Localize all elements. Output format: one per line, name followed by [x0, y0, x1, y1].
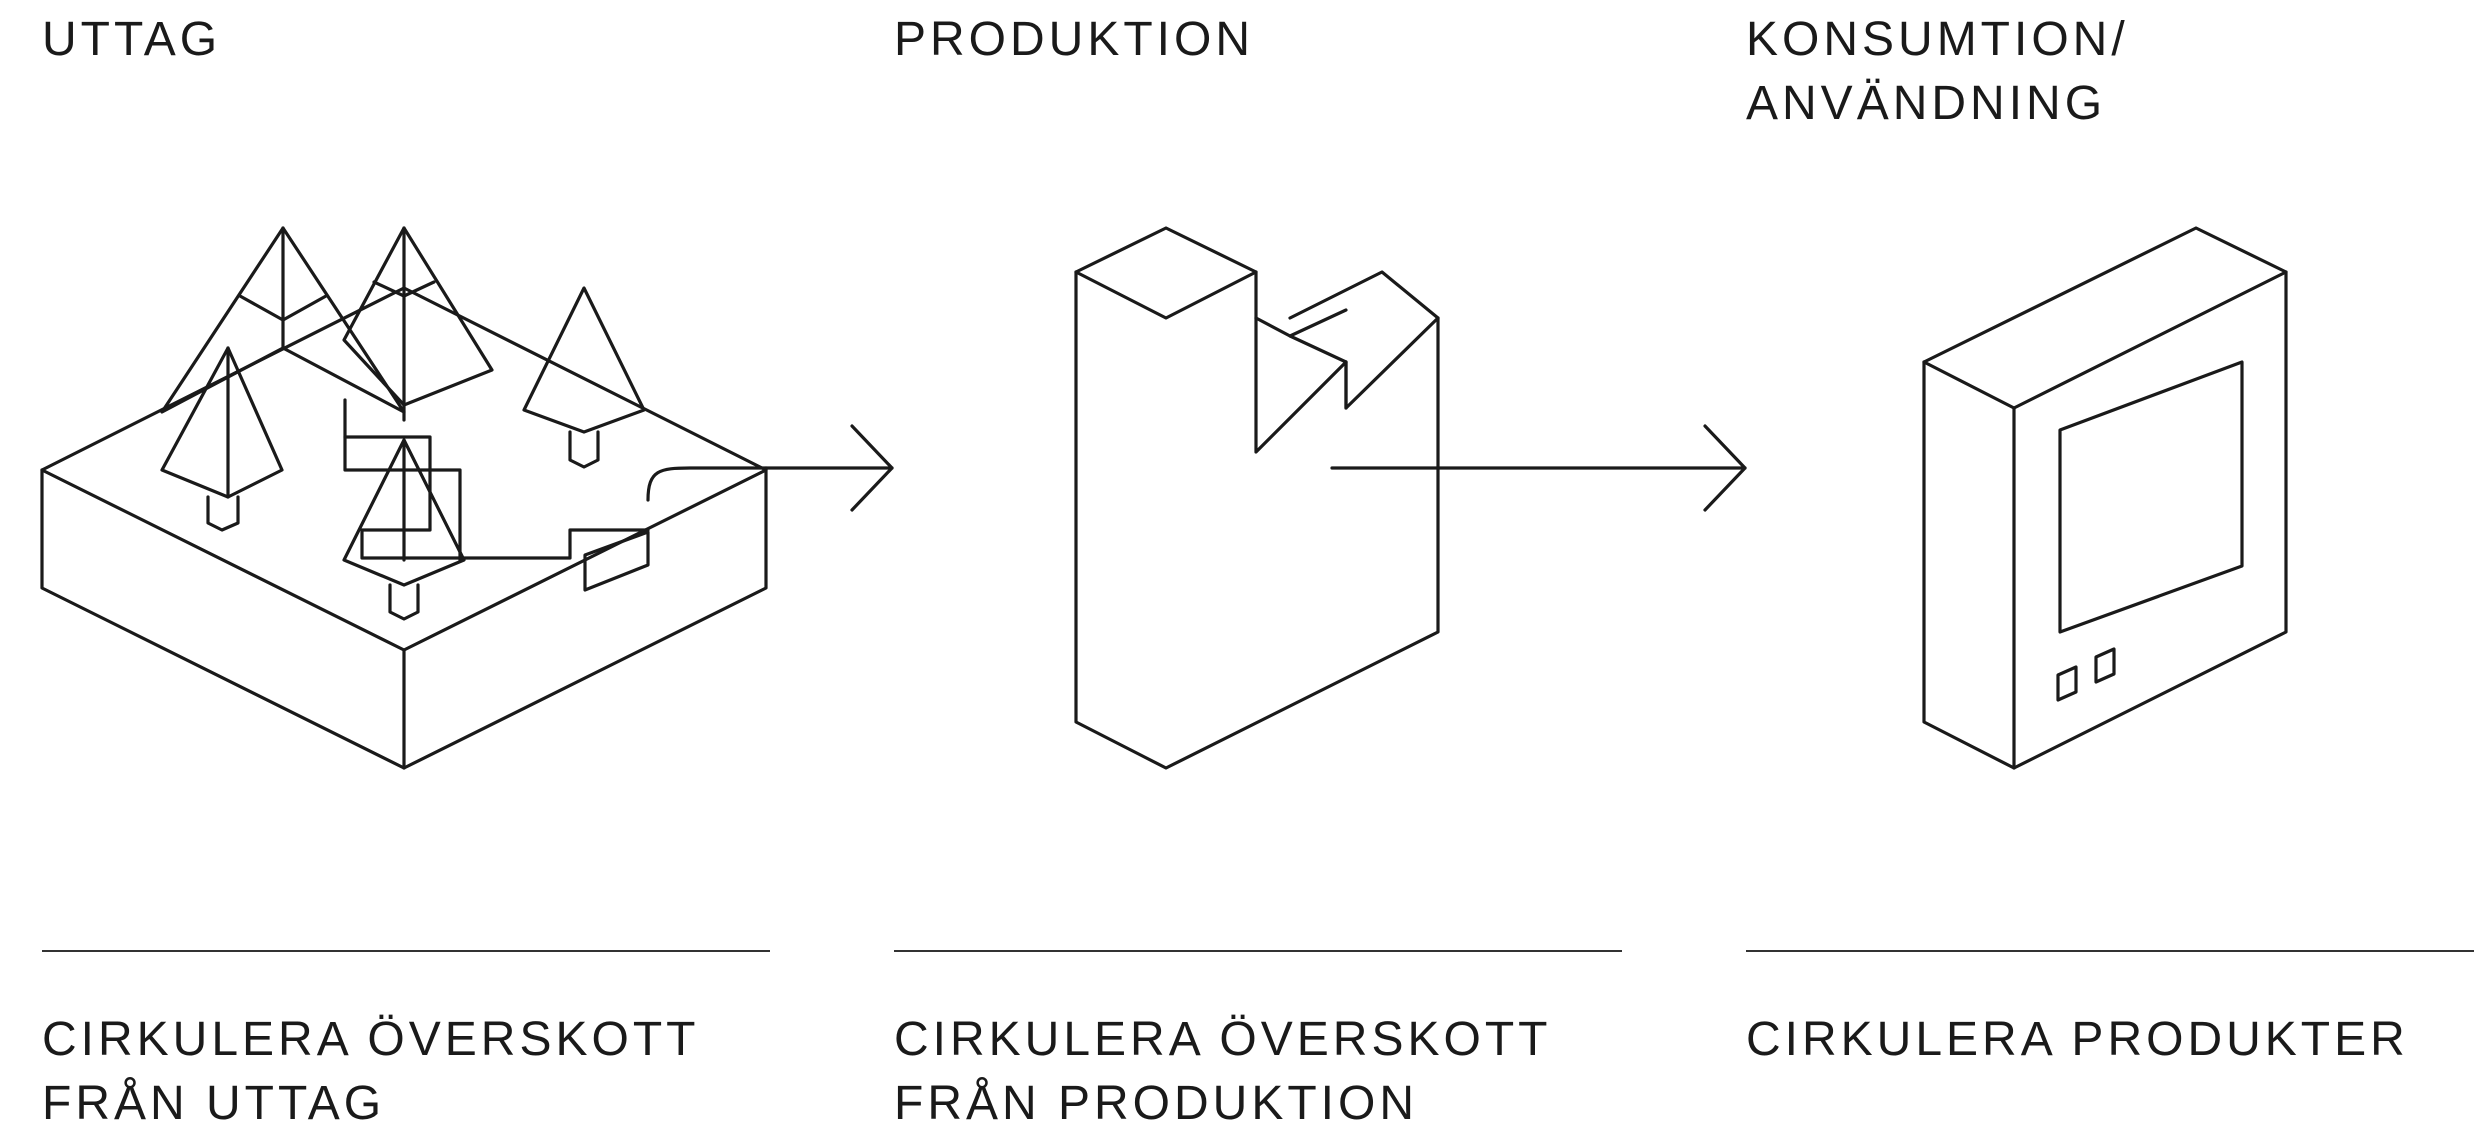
stage-title: KONSUMTION/ ANVÄNDNING: [1746, 13, 2129, 130]
divider: [1746, 950, 2474, 952]
stage-caption: CIRKULERA PRODUKTER: [1746, 1013, 2409, 1066]
divider: [42, 950, 770, 952]
stage-title: UTTAG: [42, 13, 222, 66]
stage-produktion: PRODUKTION CIRKULERA ÖVERSKOTT FRÅN PROD…: [894, 0, 1624, 1130]
stage-caption: CIRKULERA ÖVERSKOTT FRÅN PRODUKTION: [894, 1013, 1552, 1130]
divider: [894, 950, 1622, 952]
button-icon: [2056, 665, 2078, 702]
device-icon: [1922, 226, 2288, 770]
stage-konsumtion: KONSUMTION/ ANVÄNDNING CIRKULERA PRODUKT…: [1746, 0, 2476, 1126]
button-icon: [2094, 647, 2116, 684]
stage-title: PRODUKTION: [894, 13, 1255, 66]
screen-icon: [2058, 360, 2244, 634]
factory-icon: [1074, 226, 1440, 770]
arrow-icon: [764, 424, 894, 512]
stage-uttag: UTTAG CIRKULERA ÖVERSKOTT FRÅN UTTAG: [42, 0, 772, 1130]
forest-block-icon: [40, 226, 768, 770]
stage-caption: CIRKULERA ÖVERSKOTT FRÅN UTTAG: [42, 1013, 700, 1130]
arrow-icon: [1330, 424, 1747, 512]
